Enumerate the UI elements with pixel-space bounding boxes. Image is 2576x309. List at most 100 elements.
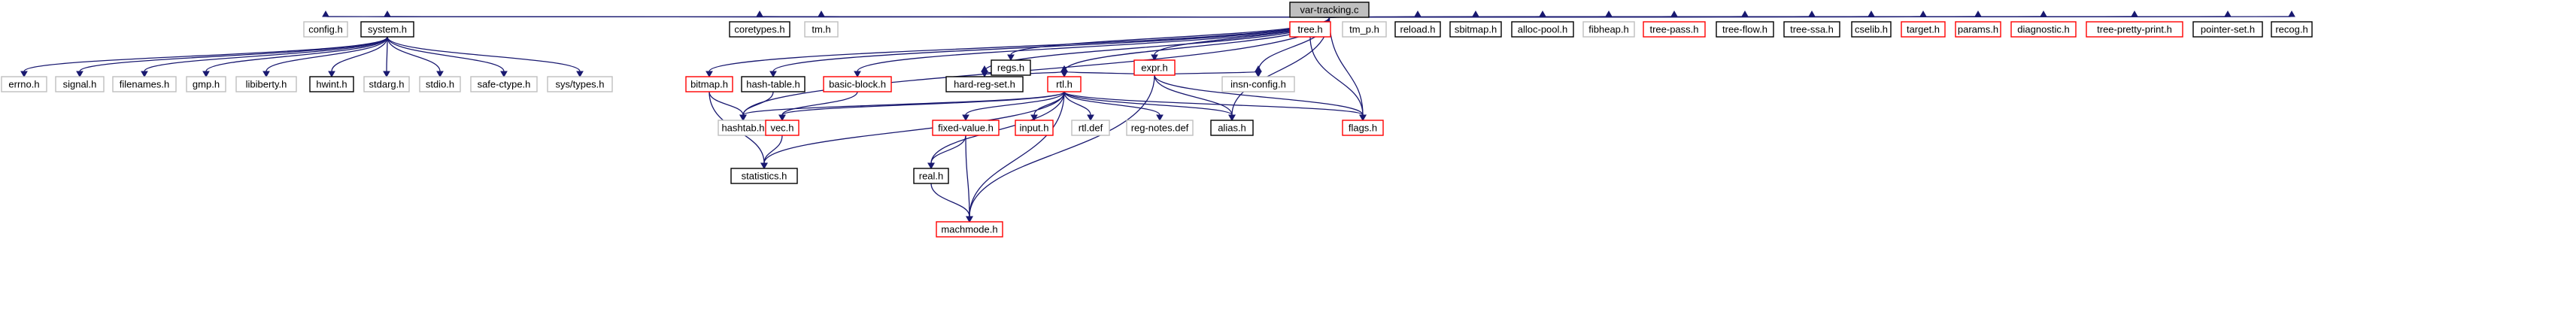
- node-params[interactable]: params.h: [1955, 21, 2001, 38]
- node-tree-pretty-print[interactable]: tree-pretty-print.h: [2086, 21, 2183, 38]
- arrowhead-icon: [1808, 10, 1816, 17]
- edge-line: [965, 135, 970, 217]
- node-label: diagnostic.h: [2017, 24, 2069, 35]
- node-box: [2192, 21, 2263, 38]
- node-cselib[interactable]: cselib.h: [1851, 21, 1892, 38]
- node-regs[interactable]: regs.h: [991, 59, 1031, 76]
- node-system[interactable]: system.h: [360, 21, 414, 38]
- node-label: recog.h: [2275, 24, 2307, 35]
- node-tree[interactable]: tree.h: [1289, 21, 1331, 38]
- node-label: flags.h: [1349, 123, 1377, 134]
- node-hash-table[interactable]: hash-table.h: [741, 76, 806, 92]
- node-real[interactable]: real.h: [913, 168, 949, 184]
- node-label: reg-notes.def: [1131, 123, 1189, 134]
- edge-rtl-to-input: [1030, 91, 1065, 122]
- node-alloc-pool[interactable]: alloc-pool.h: [1511, 21, 1574, 38]
- node-box: [1342, 21, 1387, 38]
- edge-line: [1063, 91, 1233, 116]
- arrowhead-icon: [1228, 114, 1236, 122]
- node-reload[interactable]: reload.h: [1394, 21, 1441, 38]
- node-alias[interactable]: alias.h: [1210, 120, 1254, 136]
- arrowhead-icon: [1539, 10, 1546, 17]
- node-statistics[interactable]: statistics.h: [730, 168, 798, 184]
- node-tree-flow[interactable]: tree-flow.h: [1716, 21, 1774, 38]
- edge-line: [772, 17, 1330, 72]
- node-label: params.h: [1958, 24, 1998, 35]
- node-box: [765, 120, 800, 136]
- edge-line: [1063, 91, 1091, 116]
- node-label: hash-table.h: [746, 79, 800, 90]
- node-label: coretypes.h: [734, 24, 784, 35]
- edge-tree-to-flags: [1309, 36, 1367, 122]
- node-label: basic-block.h: [829, 79, 886, 90]
- arrowhead-icon: [1060, 65, 1068, 72]
- edges-layer: [20, 10, 2295, 223]
- node-label: stdio.h: [426, 79, 454, 90]
- arrowhead-icon: [1414, 10, 1422, 17]
- edge-var-tracking-to-hash-table: [769, 17, 1330, 78]
- node-label: stdarg.h: [369, 79, 405, 90]
- edge-system-to-hwint: [328, 36, 388, 78]
- node-label: libiberty.h: [246, 79, 287, 90]
- node-bitmap[interactable]: bitmap.h: [685, 76, 733, 92]
- node-tm_p: tm_p.h: [1342, 21, 1387, 38]
- arrowhead-icon: [20, 71, 28, 78]
- arrowhead-icon: [383, 71, 390, 78]
- node-target[interactable]: target.h: [1901, 21, 1946, 38]
- node-hard-reg-set[interactable]: hard-reg-set.h: [945, 76, 1024, 92]
- arrowhead-icon: [1472, 10, 1479, 17]
- node-label: alias.h: [1218, 123, 1246, 134]
- arrowhead-icon: [436, 71, 444, 78]
- node-rtl-def: rtl.def: [1071, 120, 1110, 136]
- node-label: tree.h: [1297, 24, 1322, 35]
- edge-line: [23, 36, 388, 72]
- arrowhead-icon: [769, 71, 777, 78]
- node-fixed-value[interactable]: fixed-value.h: [932, 120, 1000, 136]
- node-box: [1342, 120, 1384, 136]
- node-tree-pass[interactable]: tree-pass.h: [1643, 21, 1706, 38]
- node-label: real.h: [919, 171, 944, 182]
- node-label: filenames.h: [120, 79, 169, 90]
- edge-rtl-to-statistics: [760, 91, 1065, 170]
- node-box: [1901, 21, 1946, 38]
- node-recog[interactable]: recog.h: [2271, 21, 2313, 38]
- node-label: alloc-pool.h: [1518, 24, 1568, 35]
- edge-rtl-to-alias: [1063, 91, 1236, 122]
- node-vec[interactable]: vec.h: [765, 120, 800, 136]
- node-errno: errno.h: [1, 76, 47, 92]
- node-flags[interactable]: flags.h: [1342, 120, 1384, 136]
- node-tree-ssa[interactable]: tree-ssa.h: [1783, 21, 1840, 38]
- edge-line: [1154, 74, 1233, 116]
- node-box: [1955, 21, 2001, 38]
- node-pointer-set[interactable]: pointer-set.h: [2192, 21, 2263, 38]
- node-label: cselib.h: [1855, 24, 1888, 35]
- node-diagnostic[interactable]: diagnostic.h: [2010, 21, 2077, 38]
- node-box: [2010, 21, 2077, 38]
- node-filenames: filenames.h: [112, 76, 177, 92]
- node-rtl[interactable]: rtl.h: [1047, 76, 1082, 92]
- edge-system-to-safe-ctype: [387, 36, 508, 78]
- arrowhead-icon: [1255, 65, 1262, 72]
- edge-line: [930, 183, 970, 217]
- node-basic-block[interactable]: basic-block.h: [823, 76, 892, 92]
- node-sbitmap[interactable]: sbitmap.h: [1449, 21, 1502, 38]
- node-coretypes[interactable]: coretypes.h: [729, 21, 790, 38]
- node-hwint[interactable]: hwint.h: [309, 76, 354, 92]
- arrowhead-icon: [141, 71, 148, 78]
- node-box: [932, 120, 1000, 136]
- node-input[interactable]: input.h: [1015, 120, 1054, 136]
- node-label: tm_p.h: [1349, 24, 1379, 35]
- node-machmode[interactable]: machmode.h: [936, 221, 1003, 238]
- edge-system-to-libiberty: [262, 36, 388, 78]
- node-label: reload.h: [1400, 24, 1436, 35]
- node-label: rtl.def: [1079, 123, 1103, 134]
- arrowhead-icon: [202, 71, 210, 78]
- node-expr[interactable]: expr.h: [1133, 59, 1176, 76]
- node-label: vec.h: [770, 123, 793, 134]
- node-box: [1394, 21, 1441, 38]
- node-var-tracking: var-tracking.c: [1289, 2, 1370, 18]
- node-box: [1582, 21, 1635, 38]
- node-label: tree-pass.h: [1649, 24, 1698, 35]
- node-label: signal.h: [63, 79, 97, 90]
